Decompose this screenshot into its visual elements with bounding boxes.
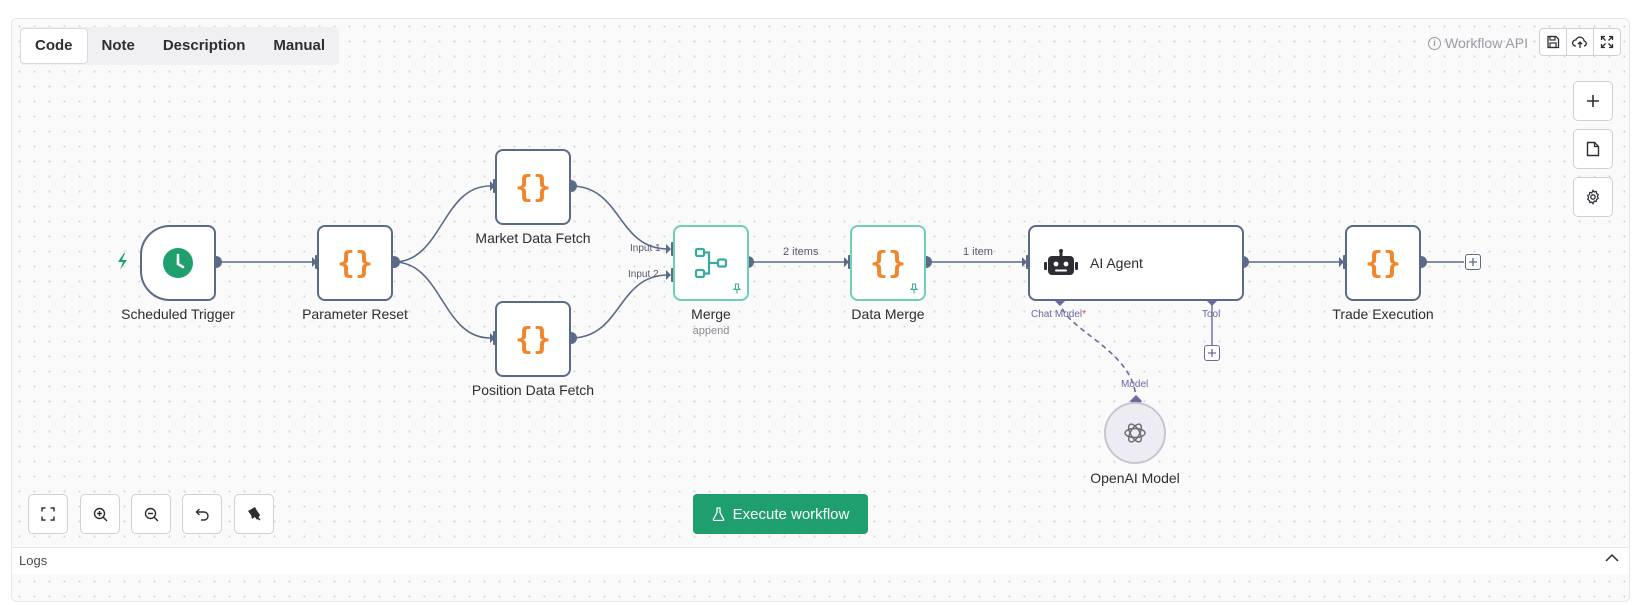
- edge-model-agent: [1059, 299, 1137, 402]
- model-port-label: Model: [1121, 379, 1149, 390]
- node-sublabel: append: [692, 325, 730, 337]
- fit-view-icon: [41, 507, 55, 521]
- plus-icon: [1469, 258, 1477, 266]
- code-braces-icon: {}: [514, 321, 552, 357]
- add-sticky-button[interactable]: [1573, 129, 1613, 169]
- broom-icon: [248, 507, 261, 521]
- tab-manual[interactable]: Manual: [273, 37, 326, 54]
- node-trade-execution[interactable]: {}: [1345, 225, 1421, 301]
- node-label: Position Data Fetch: [471, 382, 595, 398]
- add-tool-button[interactable]: [1204, 345, 1220, 361]
- node-ai-agent[interactable]: AI Agent: [1028, 225, 1244, 301]
- tab-code[interactable]: Code: [20, 28, 88, 64]
- tab-description[interactable]: Description: [162, 37, 246, 54]
- chat-model-port-label: Chat Model*: [1031, 309, 1087, 320]
- top-action-group: [1539, 28, 1621, 56]
- fullscreen-button[interactable]: [1594, 29, 1620, 55]
- upload-button[interactable]: [1567, 29, 1594, 55]
- node-scheduled-trigger[interactable]: [140, 225, 216, 301]
- execute-workflow-label: Execute workflow: [732, 505, 850, 523]
- cloud-upload-icon: [1572, 36, 1587, 48]
- save-button[interactable]: [1540, 29, 1567, 55]
- workflow-canvas[interactable]: Code Note Description Manual i Workflow …: [11, 18, 1630, 602]
- code-braces-icon: {}: [1364, 245, 1402, 281]
- add-after-trade-button[interactable]: [1465, 254, 1481, 270]
- tool-port-label: Tool: [1202, 309, 1221, 320]
- edge-reset-position: [393, 261, 491, 339]
- zoom-out-icon: [144, 507, 158, 521]
- items-count-label: 1 item: [963, 246, 993, 258]
- info-icon: i: [1428, 36, 1441, 50]
- node-label: Merge: [691, 306, 731, 322]
- items-count-label: 2 items: [783, 246, 819, 258]
- workflow-api-label: Workflow API: [1445, 35, 1528, 51]
- zoom-in-button[interactable]: [80, 494, 120, 534]
- undo-button[interactable]: [182, 494, 222, 534]
- pin-icon: [732, 283, 742, 294]
- gear-icon: [1586, 189, 1600, 205]
- pin-icon: [909, 283, 919, 294]
- tidy-up-button[interactable]: [234, 494, 274, 534]
- node-label: OpenAI Model: [1090, 470, 1180, 486]
- code-braces-icon: {}: [336, 245, 374, 281]
- code-braces-icon: {}: [514, 169, 552, 205]
- expand-icon: [1600, 35, 1614, 49]
- tab-note[interactable]: Note: [101, 37, 135, 54]
- flask-icon: [712, 507, 724, 521]
- zoom-in-icon: [93, 507, 107, 521]
- settings-button[interactable]: [1573, 177, 1613, 217]
- node-label: AI Agent: [1090, 255, 1143, 271]
- code-braces-icon: {}: [869, 245, 907, 281]
- execute-workflow-button[interactable]: Execute workflow: [693, 494, 868, 534]
- robot-icon: [1044, 249, 1078, 275]
- fit-view-button[interactable]: [28, 494, 68, 534]
- clock-icon: [163, 248, 193, 278]
- tab-bar: Code Note Description Manual: [20, 27, 340, 65]
- openai-icon: [1124, 423, 1146, 443]
- node-label: Market Data Fetch: [475, 230, 591, 246]
- edge-reset-market: [393, 185, 491, 263]
- logs-panel[interactable]: Logs: [12, 547, 1629, 574]
- merge-icon: [694, 247, 728, 279]
- save-icon: [1547, 35, 1560, 49]
- input-1-label: Input 1: [630, 243, 661, 254]
- node-label: Scheduled Trigger: [121, 306, 235, 322]
- node-label: Trade Execution: [1332, 306, 1434, 322]
- node-market-data-fetch[interactable]: {}: [495, 149, 571, 225]
- sticky-note-icon: [1586, 141, 1600, 157]
- input-2-label: Input 2: [628, 269, 659, 280]
- node-merge[interactable]: [673, 225, 749, 301]
- node-openai-model[interactable]: [1104, 402, 1166, 464]
- logs-label: Logs: [19, 553, 48, 568]
- zoom-out-button[interactable]: [131, 494, 171, 534]
- node-data-merge[interactable]: {}: [850, 225, 926, 301]
- node-position-data-fetch[interactable]: {}: [495, 301, 571, 377]
- plus-icon: [1208, 349, 1216, 357]
- node-label: Data Merge: [851, 306, 925, 322]
- node-parameter-reset[interactable]: {}: [317, 225, 393, 301]
- workflow-api-link[interactable]: i Workflow API: [1428, 35, 1528, 51]
- node-label: Parameter Reset: [302, 306, 408, 322]
- chevron-up-icon[interactable]: [1605, 553, 1619, 563]
- plus-icon: [1587, 95, 1599, 107]
- undo-icon: [195, 508, 209, 521]
- edge-market-merge: [570, 185, 669, 250]
- lightning-icon: [118, 253, 127, 270]
- edge-position-merge: [570, 274, 669, 339]
- add-node-button[interactable]: [1573, 81, 1613, 121]
